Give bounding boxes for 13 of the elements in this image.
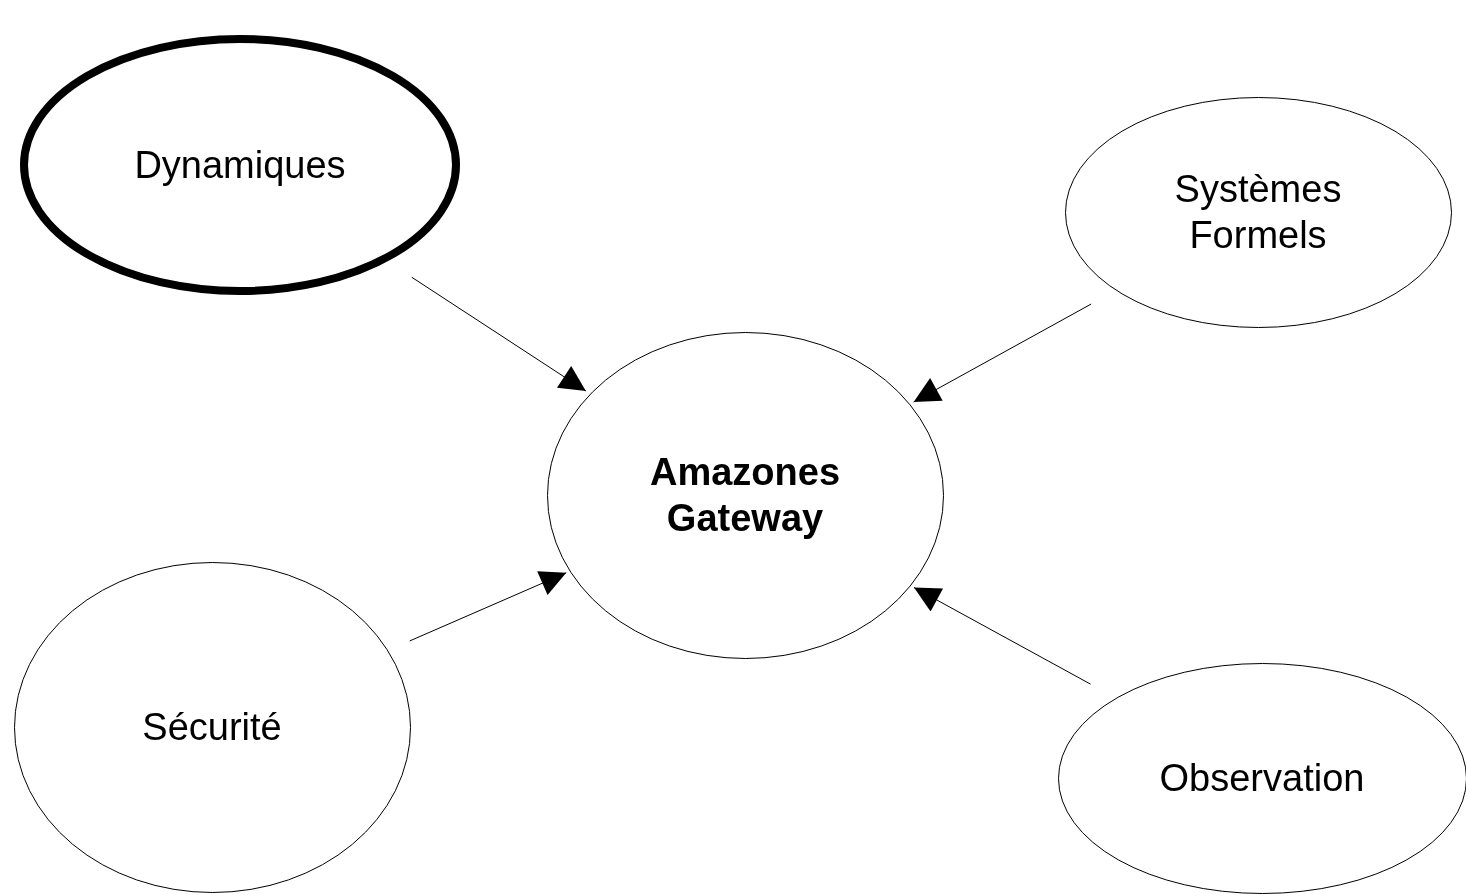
node-label: Systèmes Formels: [1173, 167, 1343, 258]
arrow: [913, 587, 1092, 685]
ellipse-node: [546, 331, 944, 659]
arrow: [411, 276, 587, 392]
arrow: [409, 571, 567, 642]
node-label: Sécurité: [141, 705, 283, 750]
arrow: [913, 303, 1092, 403]
ellipse-node: [13, 561, 411, 893]
ellipse-node: [20, 35, 460, 295]
node-label: Dynamiques: [133, 143, 347, 188]
node-label: Observation: [1158, 756, 1366, 801]
ellipse-node: [1064, 96, 1452, 328]
node-label: Amazones Gateway: [648, 450, 842, 541]
